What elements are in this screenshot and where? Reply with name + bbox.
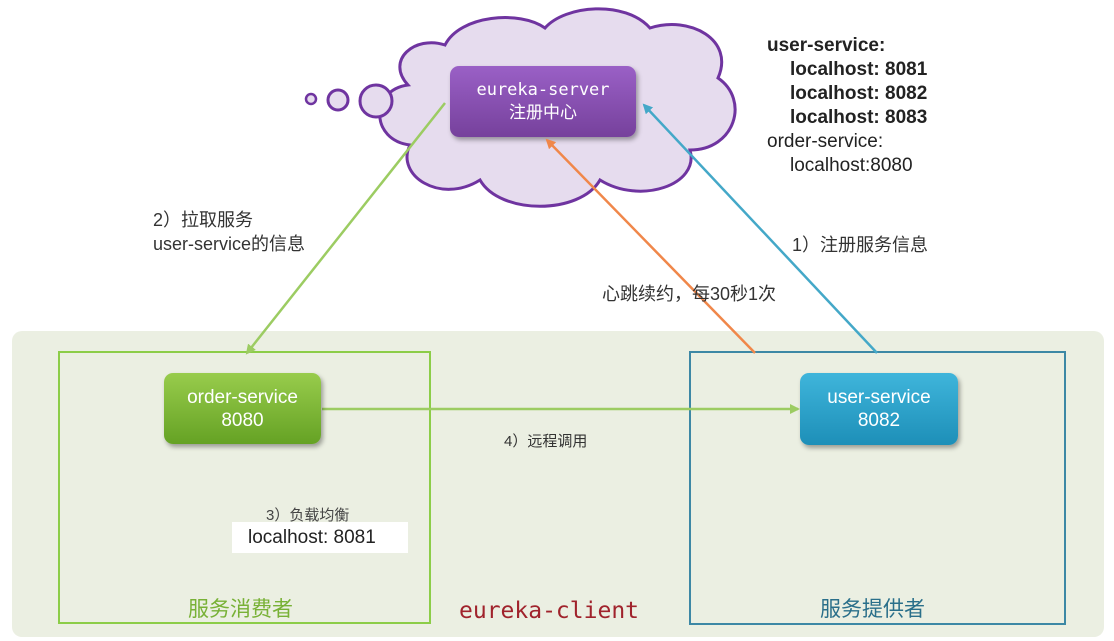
eureka-server-name: eureka-server [476,79,610,100]
consumer-frame [58,351,431,624]
registry-list: user-service: localhost: 8081 localhost:… [767,34,927,178]
step-load-balance-label: 3）负载均衡 [266,507,350,522]
step-register-label: 1）注册服务信息 [792,235,929,255]
eureka-client-label: eureka-client [459,598,640,624]
registry-service-user: user-service: [767,35,886,56]
heartbeat-label: 心跳续约，每30秒1次 [602,284,777,304]
step-pull-label-line1: 2）拉取服务 [153,210,254,230]
registry-service-order: order-service: [767,131,884,152]
user-service-name: user-service [827,387,931,408]
thought-bubble-small [304,92,318,106]
thought-bubble-large [358,83,394,119]
registry-instance: localhost: 8082 [790,83,928,104]
eureka-server-node: eureka-server 注册中心 [450,66,636,137]
eureka-server-subtitle: 注册中心 [509,102,577,123]
thought-bubble-medium [326,88,350,112]
order-service-name: order-service [187,386,298,408]
register-arrow [642,103,878,354]
registry-instance: localhost: 8081 [790,59,928,80]
step-pull-label-line2: user-service的信息 [153,234,306,254]
order-service-port: 8080 [221,409,264,431]
pull-service-arrow [245,102,446,355]
step-remote-call-label: 4）远程调用 [504,433,588,450]
order-service-node: order-service 8080 [164,373,321,444]
user-service-port: 8082 [857,410,901,431]
load-balance-result: localhost: 8081 [232,522,408,553]
user-service-node: user-service 8082 [800,373,958,445]
heartbeat-arrow [545,138,756,354]
registry-instance: localhost: 8083 [790,107,928,128]
consumer-area-label: 服务消费者 [188,598,293,621]
provider-area-label: 服务提供者 [820,598,925,621]
registry-instance: localhost:8080 [790,155,913,176]
